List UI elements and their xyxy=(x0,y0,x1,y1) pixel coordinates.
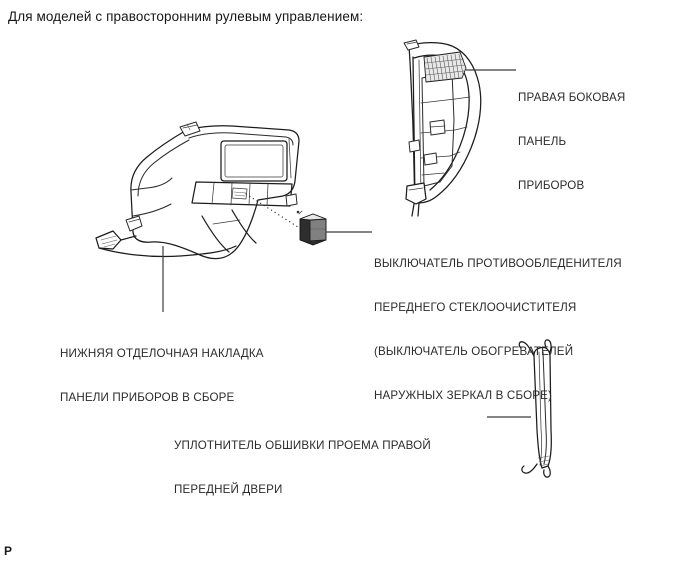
callout-line: (ВЫКЛЮЧАТЕЛЬ ОБОГРЕВАТЕЛЕЙ xyxy=(374,344,574,358)
page-title: Для моделей с правосторонним рулевым упр… xyxy=(8,9,364,24)
part-right-side-instrument-panel xyxy=(403,39,482,217)
switch-slots xyxy=(211,182,269,207)
callout-instrument-panel-lower-trim: НИЖНЯЯ ОТДЕЛОЧНАЯ НАКЛАДКА ПАНЕЛИ ПРИБОР… xyxy=(60,318,264,435)
callout-line: ПАНЕЛЬ xyxy=(518,134,567,148)
assembly-dotted-line-switch xyxy=(245,193,299,228)
callout-line: УПЛОТНИТЕЛЬ ОБШИВКИ ПРОЕМА ПРАВОЙ xyxy=(174,439,431,453)
callout-deicer-switch: ВЫКЛЮЧАТЕЛЬ ПРОТИВООБЛЕДЕНИТЕЛЯ ПЕРЕДНЕГ… xyxy=(374,228,622,432)
callout-door-opening-weatherstrip: УПЛОТНИТЕЛЬ ОБШИВКИ ПРОЕМА ПРАВОЙ ПЕРЕДН… xyxy=(174,410,431,527)
callout-line: ПЕРЕДНЕГО СТЕКЛООЧИСТИТЕЛЯ xyxy=(374,300,577,314)
callout-line: ПРИБОРОВ xyxy=(518,178,585,192)
part-instrument-panel-lower-trim xyxy=(95,121,300,260)
callout-right-side-instrument-panel: ПРАВАЯ БОКОВАЯ ПАНЕЛЬ ПРИБОРОВ xyxy=(518,62,625,223)
callout-line: ВЫКЛЮЧАТЕЛЬ ПРОТИВООБЛЕДЕНИТЕЛЯ xyxy=(374,257,622,271)
callout-line: ПЕРЕДНЕЙ ДВЕРИ xyxy=(174,482,283,496)
vent-hatching xyxy=(424,53,466,82)
callout-line: ПАНЕЛИ ПРИБОРОВ В СБОРЕ xyxy=(60,390,235,404)
page-mark: P xyxy=(4,544,13,558)
callout-line: НАРУЖНЫХ ЗЕРКАЛ В СБОРЕ) xyxy=(374,388,553,402)
part-deicer-switch xyxy=(296,210,327,246)
callout-line: ПРАВАЯ БОКОВАЯ xyxy=(518,91,626,105)
callout-line: НИЖНЯЯ ОТДЕЛОЧНАЯ НАКЛАДКА xyxy=(60,347,264,361)
